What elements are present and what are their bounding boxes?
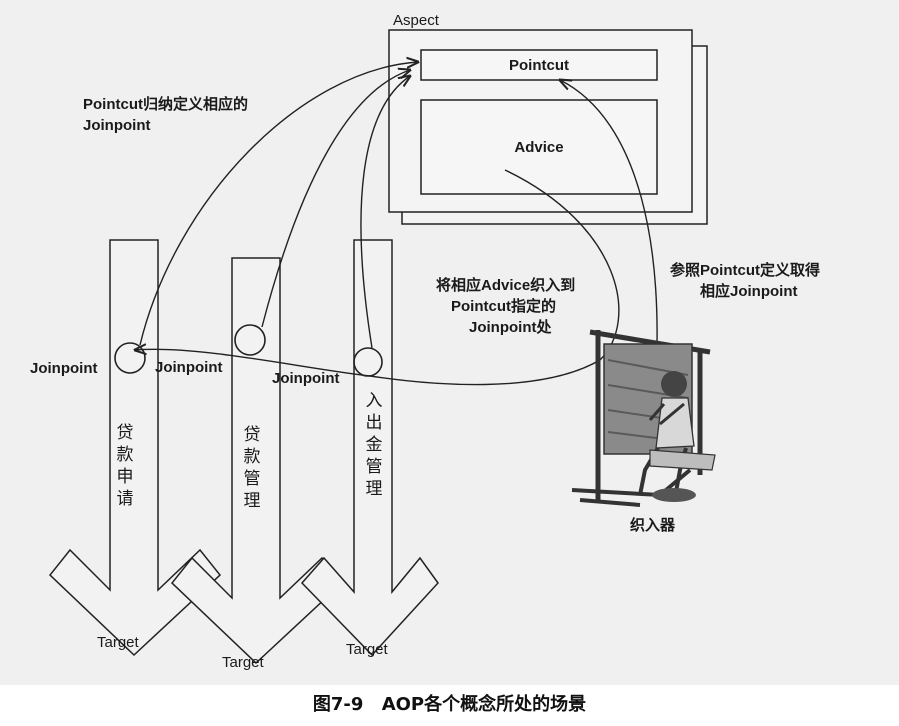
weaver-label: 织入器 — [630, 516, 676, 534]
curve-joinpoint2-to-pointcut — [261, 70, 410, 328]
target-2-char-1: 款 — [244, 447, 261, 466]
pointcut-define-text-line2: Joinpoint — [83, 117, 151, 134]
aspect-label: Aspect — [393, 12, 440, 29]
advice-box — [420, 99, 658, 195]
weaver-basket — [652, 488, 696, 502]
connector-curves — [135, 62, 658, 391]
target-1-label: Target — [97, 634, 140, 651]
advice-label: Advice — [514, 139, 563, 156]
weaver-arms — [648, 402, 685, 426]
curve-weaver-to-pointcut — [560, 80, 658, 391]
pointcut-define-text-line1: Pointcut归纳定义相应的 — [83, 95, 248, 113]
target-arrow-loan-application: Joinpoint 贷 款 申 请 Target — [30, 239, 222, 657]
joinpoint-1-label: Joinpoint — [30, 360, 98, 377]
ref-text-line2: 相应Joinpoint — [700, 282, 798, 300]
target-1-char-0: 贷 — [117, 423, 134, 442]
joinpoint-2-label: Joinpoint — [155, 359, 223, 376]
weaver-body — [655, 397, 695, 449]
caption-number: 图7-9 — [312, 694, 364, 715]
target-arrow-deposit-withdrawal: Joinpoint 入 出 金 管 理 Target — [272, 239, 439, 658]
curve-joinpoint3-to-pointcut — [360, 76, 410, 349]
target-1-arrow-shape — [48, 239, 222, 657]
target-arrow-loan-management: Joinpoint 贷 款 管 理 Target — [155, 257, 344, 671]
target-1-char-2: 申 — [117, 467, 134, 486]
target-1-char-1: 款 — [117, 445, 134, 464]
curve-joinpoint1-to-pointcut — [139, 62, 418, 346]
target-2-label: Target — [222, 654, 265, 671]
tapestry-pattern — [607, 359, 689, 443]
pointcut-box — [420, 49, 658, 81]
weaver-illustration: 织入器 — [571, 329, 716, 534]
ref-text-line1: 参照Pointcut定义取得 — [670, 261, 820, 279]
weave-text-line3: Joinpoint处 — [469, 318, 552, 336]
target-3-arrow-shape — [300, 239, 439, 657]
weave-text-line2: Pointcut指定的 — [451, 297, 556, 315]
target-3-char-4: 理 — [366, 479, 383, 498]
joinpoint-3-label: Joinpoint — [272, 370, 340, 387]
target-3-char-3: 管 — [366, 457, 383, 476]
target-2-arrow-shape — [170, 257, 344, 665]
target-3-char-1: 出 — [366, 413, 383, 432]
joinpoint-2-circle — [234, 324, 266, 356]
target-2-char-3: 理 — [244, 491, 261, 510]
curve-weave-to-joinpoint1 — [135, 349, 371, 377]
annotations: Pointcut归纳定义相应的 Joinpoint 将相应Advice织入到 P… — [83, 95, 820, 336]
weaver-head — [661, 371, 687, 397]
target-3-label: Target — [346, 641, 389, 658]
caption-title: AOP各个概念所处的场景 — [381, 694, 587, 715]
target-2-char-0: 贷 — [244, 425, 261, 444]
pointcut-label: Pointcut — [509, 57, 569, 74]
weave-text-line1: 将相应Advice织入到 — [436, 276, 575, 294]
aspect-box: Aspect Pointcut Advice — [388, 12, 708, 225]
target-3-char-2: 金 — [366, 435, 383, 454]
joinpoint-1-circle — [114, 342, 146, 374]
target-2-char-2: 管 — [244, 469, 261, 488]
weaver-stool — [649, 449, 716, 471]
target-1-char-3: 请 — [117, 489, 134, 508]
target-3-char-0: 入 — [366, 391, 383, 410]
figure-caption: 图7-9 AOP各个概念所处的场景 — [0, 690, 899, 720]
